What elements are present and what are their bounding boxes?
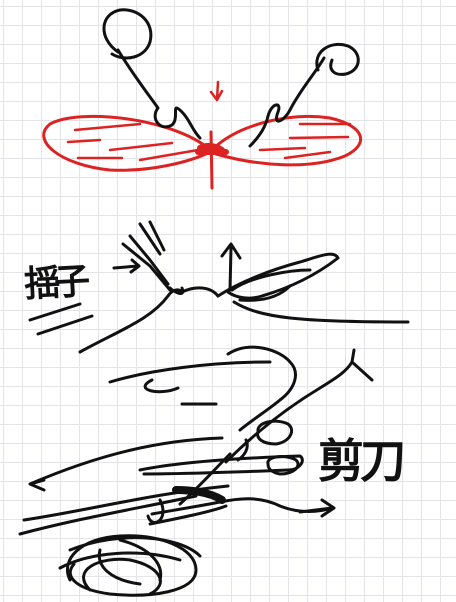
left-loop xyxy=(104,10,151,58)
hand-sketch xyxy=(30,222,408,352)
shoulder-curve xyxy=(80,288,218,352)
arrow-right xyxy=(300,500,334,516)
swirl-3 xyxy=(145,380,178,392)
right-strand xyxy=(250,58,324,146)
fork xyxy=(352,350,372,380)
top-loop-strokes xyxy=(104,10,358,146)
right-fingers xyxy=(218,254,338,298)
ring-top xyxy=(258,421,292,444)
scribble-4 xyxy=(99,540,160,584)
up-arrow xyxy=(222,244,240,290)
ground-line xyxy=(234,302,408,322)
left-lobe-hatch-5 xyxy=(140,150,198,160)
scribble-3 xyxy=(84,559,161,594)
label-underline-2 xyxy=(38,316,92,334)
swirl-1 xyxy=(228,347,295,430)
left-lobe-hatch-3 xyxy=(110,143,172,150)
red-wing-sketch xyxy=(44,82,361,188)
right-lobe-hatch-3 xyxy=(260,148,305,150)
left-lobe-hatch-1 xyxy=(75,124,140,130)
center-arrow xyxy=(211,82,222,100)
right-thumb xyxy=(232,270,310,300)
left-lobe-hatch-2 xyxy=(68,140,100,142)
right-lobe-hatch-4 xyxy=(285,152,330,158)
label-yaozi: 揺子 xyxy=(23,252,86,307)
label-arrow xyxy=(114,260,139,272)
label-jiandao: 剪刀 xyxy=(318,425,402,491)
center-stem xyxy=(211,132,212,188)
right-lobe-hatch-2 xyxy=(290,137,348,138)
swirl-2 xyxy=(110,362,270,382)
left-fingers xyxy=(123,222,170,290)
